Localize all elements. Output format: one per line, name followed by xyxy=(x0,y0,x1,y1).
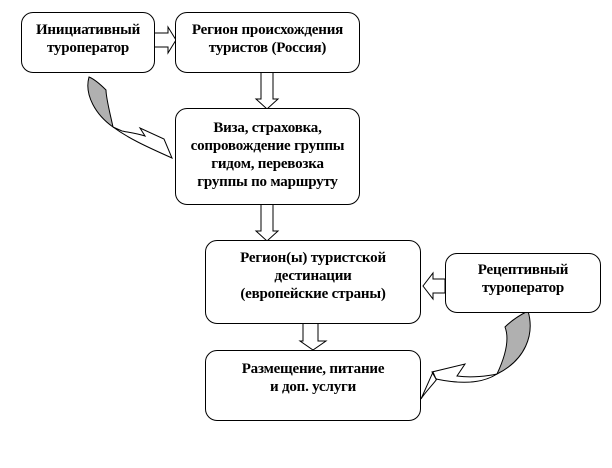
box-line: группы по маршруту xyxy=(197,174,338,190)
box-visa-insurance-transport: Виза, страховка, сопровождение группы ги… xyxy=(175,108,360,205)
box-initiative-tour-operator: Инициативный туроператор xyxy=(21,12,155,73)
box-origin-region: Регион происхождения туристов (Россия) xyxy=(175,12,360,73)
box-line: туроператор xyxy=(46,40,130,56)
box-line: дестинации xyxy=(274,268,352,284)
box-line: (европейские страны) xyxy=(240,286,386,302)
box-line: Регион происхождения xyxy=(191,22,344,38)
box-receptive-tour-operator: Рецептивный туроператор xyxy=(445,253,601,313)
curved-arrow-receptive-to-accommodation-shaded xyxy=(495,310,531,376)
curved-arrow-receptive-to-accommodation xyxy=(420,363,498,400)
box-line: и доп. услуги xyxy=(269,379,357,395)
box-line: Регион(ы) туристской xyxy=(240,250,386,266)
box-line: Размещение, питание xyxy=(241,361,385,377)
box-line: Инициативный xyxy=(35,22,141,38)
box-line: туристов (Россия) xyxy=(208,40,327,56)
arrow-destination-to-accommodation xyxy=(298,322,328,351)
box-line: сопровождение группы xyxy=(190,138,345,154)
curved-arrow-initiative-to-visa-shaded xyxy=(87,76,114,129)
box-destination-region: Регион(ы) туристской дестинации (европей… xyxy=(205,240,421,324)
curved-arrow-initiative-to-visa xyxy=(112,126,173,159)
arrow-origin-to-visa xyxy=(254,71,280,110)
box-line: туроператор xyxy=(481,280,565,296)
box-line: Виза, страховка, xyxy=(213,120,322,136)
arrow-receptive-to-destination xyxy=(422,271,446,301)
arrow-initiative-to-origin xyxy=(153,25,177,55)
box-line: гидом, перевозка xyxy=(211,156,324,172)
box-accommodation-services: Размещение, питание и доп. услуги xyxy=(205,350,421,421)
arrow-visa-to-destination xyxy=(254,203,280,242)
box-line: Рецептивный xyxy=(477,262,569,278)
